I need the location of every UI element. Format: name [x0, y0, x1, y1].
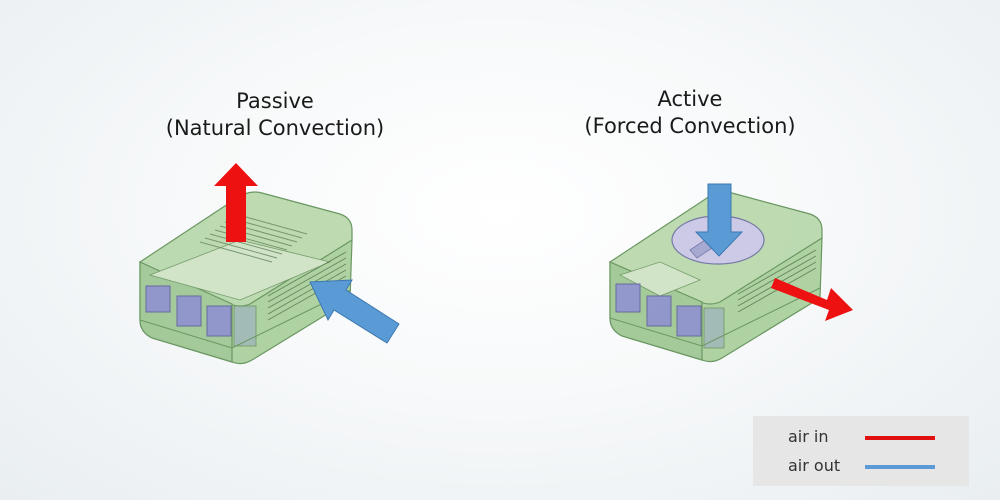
passive-title-main: Passive	[236, 89, 314, 113]
active-port-2	[646, 295, 672, 327]
active-title-main: Active	[657, 87, 723, 111]
active-rim	[609, 287, 821, 347]
legend-item-air-in: air in	[753, 424, 969, 450]
passive-title: Passive (Natural Convection)	[140, 88, 410, 142]
legend-line-air-out	[865, 465, 935, 469]
legend-item-air-out: air out	[753, 453, 969, 479]
passive-connector	[233, 305, 257, 347]
legend-label-air-in: air in	[788, 427, 829, 446]
active-port-3	[676, 305, 702, 337]
active-air-out-arrow	[771, 278, 853, 321]
legend: air in air out	[753, 416, 969, 486]
active-title-sub: (Forced Convection)	[584, 114, 796, 138]
passive-port-2	[176, 295, 202, 327]
legend-line-air-in	[865, 436, 935, 440]
legend-label-air-out: air out	[788, 456, 841, 475]
passive-title-sub: (Natural Convection)	[165, 116, 385, 140]
passive-rim	[139, 289, 351, 349]
passive-port-3	[206, 305, 232, 337]
passive-board	[148, 239, 332, 301]
passive-air-out-arrow	[214, 163, 258, 242]
active-title: Active (Forced Convection)	[560, 86, 820, 140]
active-connector	[703, 307, 725, 349]
active-board	[618, 261, 702, 297]
passive-air-in-arrow	[309, 279, 400, 344]
passive-case	[138, 191, 353, 365]
active-port-1	[615, 283, 641, 313]
passive-port-1	[145, 285, 171, 313]
active-air-in-arrow	[694, 183, 744, 257]
